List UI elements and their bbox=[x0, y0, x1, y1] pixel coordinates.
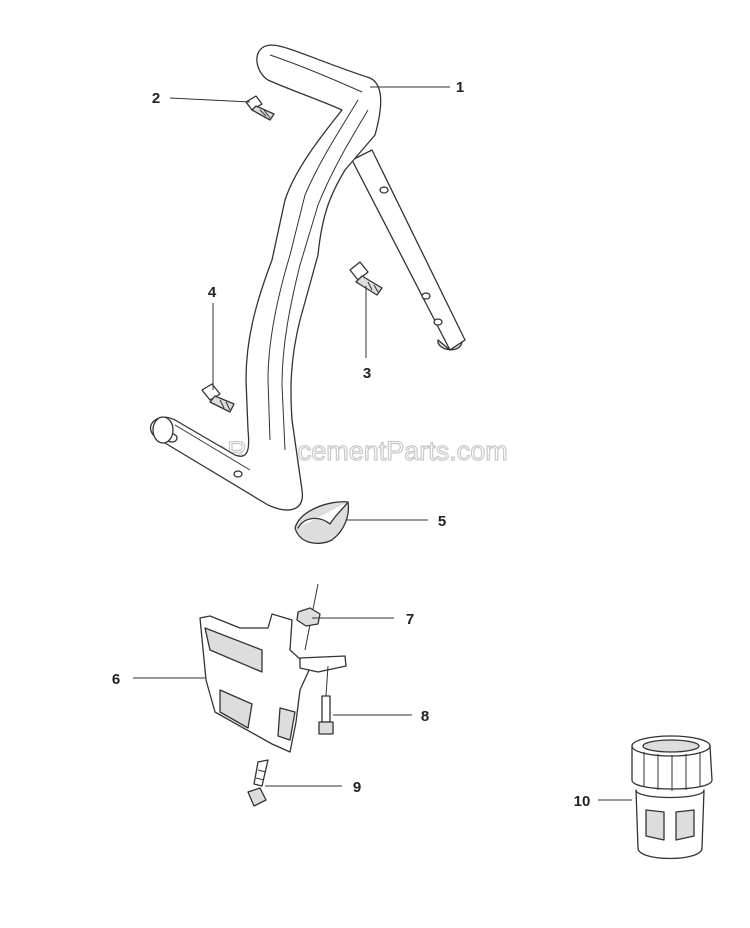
part-6-bracket[interactable] bbox=[199, 583, 347, 753]
part-8-screw[interactable] bbox=[318, 665, 334, 735]
part-3-screw[interactable] bbox=[349, 261, 383, 296]
callout-8: 8 bbox=[421, 708, 429, 725]
part-5-cap[interactable] bbox=[294, 501, 350, 544]
callout-1: 1 bbox=[456, 79, 464, 96]
callout-2: 2 bbox=[152, 90, 160, 107]
callout-3: 3 bbox=[363, 365, 371, 382]
callout-10: 10 bbox=[574, 793, 591, 810]
callout-5: 5 bbox=[438, 513, 446, 530]
part-10-coupler[interactable] bbox=[631, 735, 713, 860]
callout-4: 4 bbox=[208, 284, 217, 301]
part-9-screw[interactable] bbox=[247, 759, 269, 807]
callout-9: 9 bbox=[353, 779, 361, 796]
leader-lines bbox=[133, 86, 632, 801]
part-4-screw[interactable] bbox=[201, 383, 235, 413]
callout-7: 7 bbox=[406, 611, 414, 628]
part-2-screw[interactable] bbox=[245, 95, 275, 121]
callout-6: 6 bbox=[112, 671, 120, 688]
part-1-handle-tube[interactable] bbox=[149, 44, 466, 511]
part-7-nut[interactable] bbox=[296, 607, 321, 627]
